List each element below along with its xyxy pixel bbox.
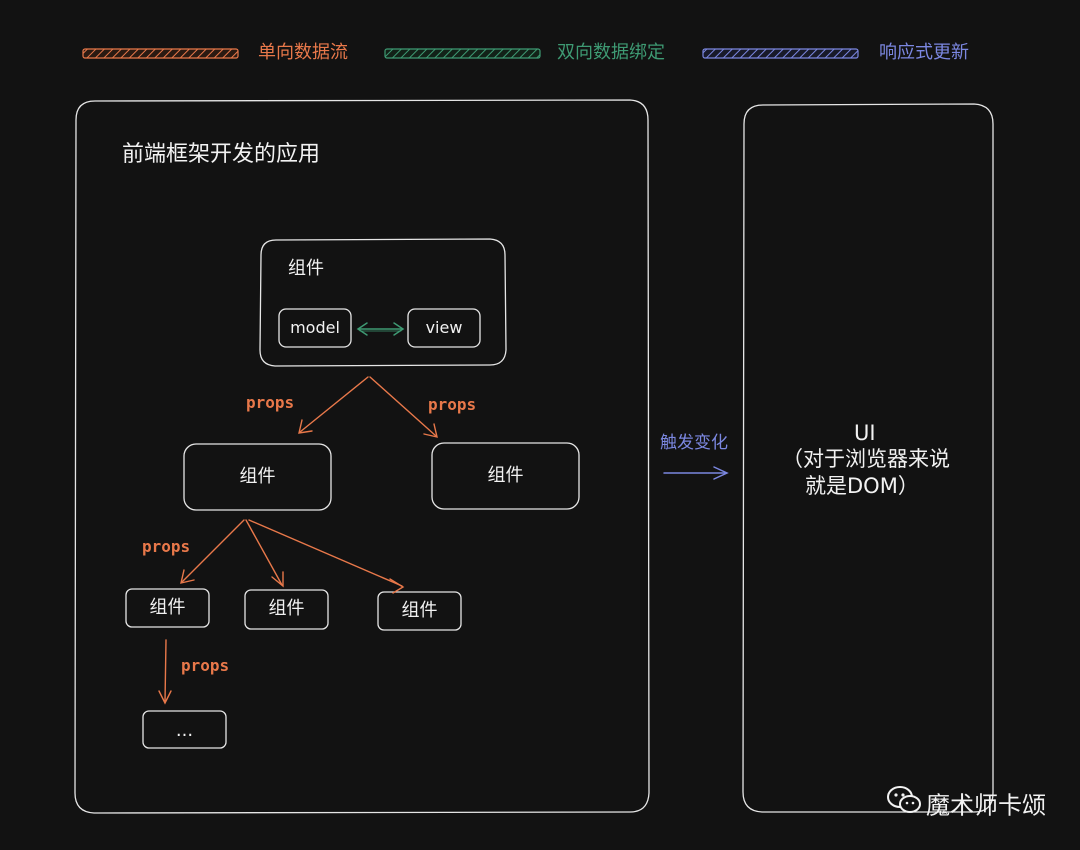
- view-label: view: [425, 318, 463, 337]
- watermark-text: 魔术师卡颂: [926, 791, 1046, 820]
- props-label-mid: props: [142, 537, 191, 556]
- legend-bar-one-way: [82, 48, 239, 59]
- leaf-component-box-3: [377, 591, 462, 631]
- ui-panel-line-2: （对于浏览器来说: [782, 447, 950, 471]
- props-label-top-right: props: [428, 395, 477, 414]
- legend-label-one-way: 单向数据流: [258, 42, 348, 63]
- view-box: [407, 308, 481, 348]
- props-arrow-leaf-down: [158, 639, 172, 705]
- ui-panel-line-3: 就是DOM）: [805, 474, 919, 498]
- trigger-arrow: [663, 466, 729, 480]
- props-arrow-top-left: [298, 376, 369, 434]
- props-label-leaf: props: [181, 656, 230, 675]
- ellipsis-label: ...: [175, 720, 194, 741]
- ui-panel-line-1: UI: [854, 421, 876, 445]
- leaf-component-label-1: 组件: [149, 597, 186, 618]
- legend-bar-two-way: [384, 48, 541, 59]
- trigger-label: 触发变化: [660, 433, 728, 453]
- props-arrow-top-right: [369, 376, 438, 438]
- leaf-component-label-2: 组件: [268, 598, 305, 619]
- model-box: [278, 308, 352, 348]
- two-way-binding-arrow: [356, 322, 405, 336]
- props-arrow-mid-center: [245, 519, 284, 588]
- props-arrow-mid-left: [180, 519, 245, 584]
- legend-bar-reactive: [702, 48, 859, 59]
- leaf-component-box-2: [244, 589, 329, 630]
- app-container-title: 前端框架开发的应用: [122, 142, 321, 167]
- mid-component-label-1: 组件: [239, 466, 276, 487]
- props-arrow-mid-right: [248, 519, 405, 594]
- legend-label-reactive: 响应式更新: [879, 42, 969, 63]
- mid-component-box-1: [183, 443, 332, 511]
- legend-label-two-way: 双向数据绑定: [557, 42, 665, 63]
- mid-component-label-2: 组件: [487, 465, 524, 486]
- wechat-icon: [886, 785, 922, 821]
- top-component-label: 组件: [288, 258, 324, 279]
- app-container-border: [74, 99, 650, 814]
- mid-component-box-2: [431, 442, 580, 510]
- watermark: 魔术师卡颂: [886, 785, 1046, 821]
- ui-panel-border: [742, 103, 994, 813]
- props-label-top-left: props: [246, 393, 295, 412]
- leaf-component-box-1: [125, 588, 210, 628]
- top-component-box: [259, 238, 507, 367]
- leaf-component-label-3: 组件: [401, 600, 438, 621]
- model-label: model: [290, 318, 340, 337]
- ellipsis-box: [142, 710, 227, 749]
